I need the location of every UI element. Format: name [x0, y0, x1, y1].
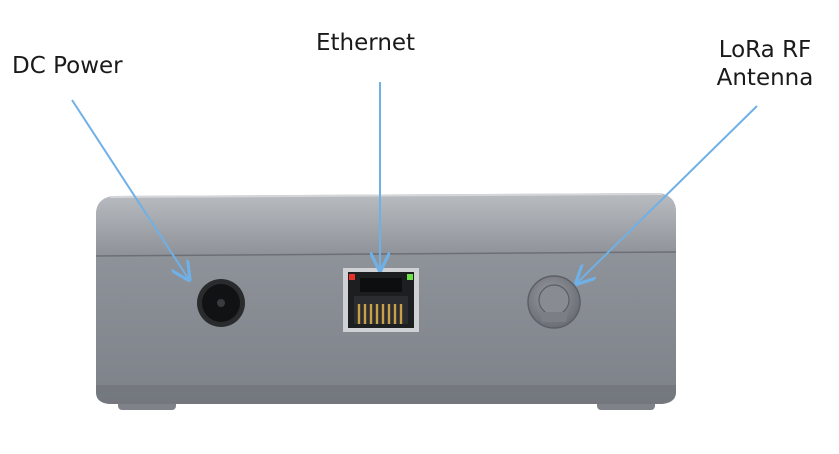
- rj45-port-icon: [343, 268, 419, 332]
- lora-label-line2: Antenna: [716, 65, 814, 91]
- link-led-red: [349, 274, 355, 280]
- antenna-connector-icon: [527, 275, 581, 329]
- lora-antenna-label: LoRa RF Antenna: [700, 36, 830, 92]
- lora-arrow: [578, 105, 758, 282]
- link-led-green: [407, 274, 413, 280]
- dc-power-arrow: [71, 99, 188, 278]
- dc-power-jack-icon: [197, 279, 245, 327]
- ethernet-label: Ethernet: [316, 30, 416, 56]
- callout-arrows: [71, 82, 758, 282]
- lora-label-line1: LoRa RF: [718, 37, 812, 63]
- dc-power-label: DC Power: [12, 53, 123, 79]
